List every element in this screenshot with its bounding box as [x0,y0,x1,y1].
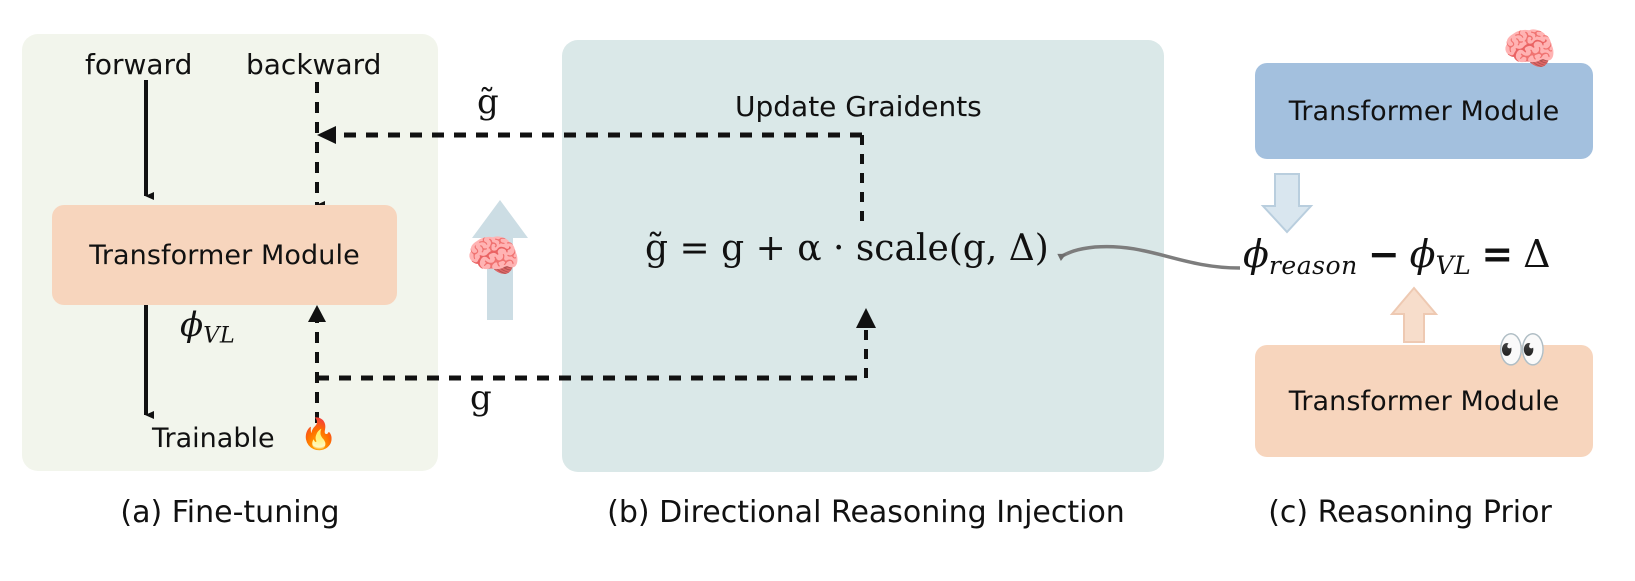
panel-c-caption: (c) Reasoning Prior [1268,495,1552,530]
trainable-label: Trainable [152,423,275,454]
g-tilde-label: g̃ [477,82,499,122]
phi-glyph-a: ϕ [180,305,204,345]
delta-definition-equation: ϕreason−ϕVL=Δ [1243,232,1551,280]
forward-label: forward [85,48,193,81]
vl-up-arrow [1389,286,1439,343]
reasoning-down-arrow [1260,173,1314,234]
eyes-icon: 👀 [1497,327,1547,373]
equals-operator: = [1481,232,1514,276]
backward-label: backward [246,48,382,81]
phi-vl-symbol-a: ϕVL [180,305,235,348]
g-label: g [470,378,492,418]
phi-reason-glyph: ϕ [1243,232,1269,276]
update-gradients-title: Update Graidents [735,90,982,123]
panel-a-caption: (a) Fine-tuning [120,495,340,530]
phi-reason-subscript: reason [1268,251,1358,281]
panel-a-module-label: Transformer Module [89,239,360,271]
brain-lightbulb-icon-b: 🧠 [466,231,521,282]
phi-vl-subscript-a: VL [203,322,236,349]
fire-icon: 🔥 [300,417,338,452]
minus-operator: − [1367,232,1400,276]
panel-c-vl-module[interactable]: Transformer Module [1255,345,1593,457]
phi-vl-glyph-c: ϕ [1409,232,1436,276]
delta-glyph: Δ [1523,232,1551,276]
panel-b-caption: (b) Directional Reasoning Injection [607,495,1125,530]
panel-c-reasoning-module[interactable]: Transformer Module [1255,63,1593,159]
panel-c-vl-module-label: Transformer Module [1288,385,1560,417]
panel-a-transformer-module[interactable]: Transformer Module [52,205,397,305]
panel-c-reasoning-module-label: Transformer Module [1288,95,1560,127]
gradient-update-formula: g̃ = g + α · scale(g, Δ) [645,228,1049,269]
brain-lightbulb-icon-c: 🧠 [1502,24,1557,75]
phi-vl-subscript-c: VL [1435,251,1472,281]
